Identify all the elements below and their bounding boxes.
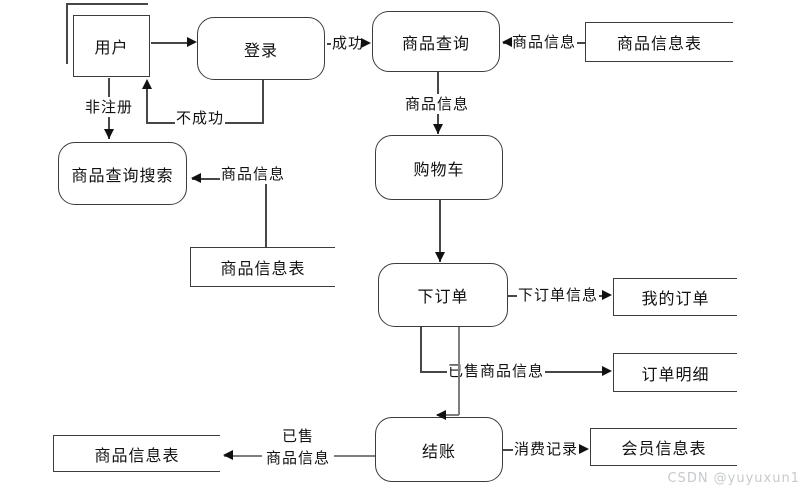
node-user: 用户 — [73, 15, 150, 77]
arrow-right-icon — [187, 37, 197, 47]
node-login-label: 登录 — [243, 40, 278, 60]
edge-user-login-line — [151, 42, 188, 44]
node-order-details: 订单明细 — [613, 353, 737, 392]
arrow-left-icon — [436, 410, 446, 420]
node-product-search: 商品查询搜索 — [58, 142, 187, 205]
edge-login-user-vline1 — [262, 80, 264, 123]
arrow-down-icon — [104, 129, 114, 139]
node-product-search-label: 商品查询搜索 — [71, 165, 174, 185]
node-member-info-table: 会员信息表 — [590, 428, 737, 466]
node-product-query: 商品查询 — [372, 11, 500, 72]
edge-cart-order-line — [439, 200, 441, 262]
node-product-query-label: 商品查询 — [401, 33, 470, 53]
edge-label-success: 成功 — [331, 33, 366, 53]
edge-label-not-registered: 非注册 — [84, 97, 135, 117]
edge-label-sold-line2: 商品信息 — [265, 449, 330, 467]
edge-label-sold: 已售 商品信息 — [262, 425, 334, 469]
node-member-info-table-label: 会员信息表 — [621, 439, 707, 458]
entity-duplicate-top-line — [66, 3, 148, 5]
node-product-info-table-left-label: 商品信息表 — [94, 445, 180, 465]
arrow-left-icon — [223, 450, 233, 460]
arrow-down-icon — [435, 252, 445, 262]
node-product-info-table-top-label: 商品信息表 — [616, 34, 702, 53]
node-place-order: 下订单 — [378, 263, 508, 327]
node-login: 登录 — [197, 17, 325, 80]
edge-order-checkout-hline — [437, 414, 459, 416]
node-product-info-table-left: 商品信息表 — [53, 435, 220, 472]
node-place-order-label: 下订单 — [417, 287, 469, 306]
node-checkout: 结账 — [375, 417, 503, 482]
node-my-orders-label: 我的订单 — [641, 289, 710, 308]
edge-label-sold-product-info: 已售商品信息 — [447, 361, 546, 381]
node-shopping-cart: 购物车 — [375, 135, 503, 200]
arrow-down-icon — [433, 124, 443, 134]
edge-label-product-info-search: 商品信息 — [220, 164, 287, 184]
arrow-left-icon — [502, 37, 512, 47]
arrow-up-icon — [142, 79, 152, 89]
node-my-orders: 我的订单 — [613, 278, 737, 316]
edge-label-product-info-cart: 商品信息 — [404, 94, 471, 114]
arrow-right-icon — [602, 366, 612, 376]
node-order-details-label: 订单明细 — [641, 364, 710, 384]
edge-order-checkout-vline — [458, 327, 460, 415]
edge-label-order-info: 下订单信息 — [517, 285, 600, 305]
arrow-right-icon — [602, 290, 612, 300]
node-user-label: 用户 — [94, 38, 129, 57]
node-checkout-label: 结账 — [421, 441, 456, 461]
edge-label-fail: 不成功 — [175, 108, 226, 128]
edge-label-sold-line1: 已售 — [281, 427, 314, 445]
arrow-right-icon — [361, 38, 371, 48]
edge-label-consumption: 消费记录 — [513, 439, 580, 459]
edge-label-product-info-query: 商品信息 — [511, 32, 578, 52]
arrow-right-icon — [579, 444, 589, 454]
node-product-info-table-top: 商品信息表 — [585, 22, 733, 62]
edge-login-user-vline2 — [146, 89, 148, 123]
arrow-left-icon — [191, 173, 201, 183]
node-product-info-table-mid: 商品信息表 — [190, 247, 335, 287]
edge-midstore-search-vline — [265, 178, 267, 247]
csdn-watermark: CSDN @yuyuxun1 — [667, 471, 800, 486]
node-product-info-table-mid-label: 商品信息表 — [220, 259, 306, 278]
edge-order-details-vline — [420, 327, 422, 372]
entity-duplicate-left-line — [66, 3, 68, 64]
node-shopping-cart-label: 购物车 — [413, 159, 465, 179]
